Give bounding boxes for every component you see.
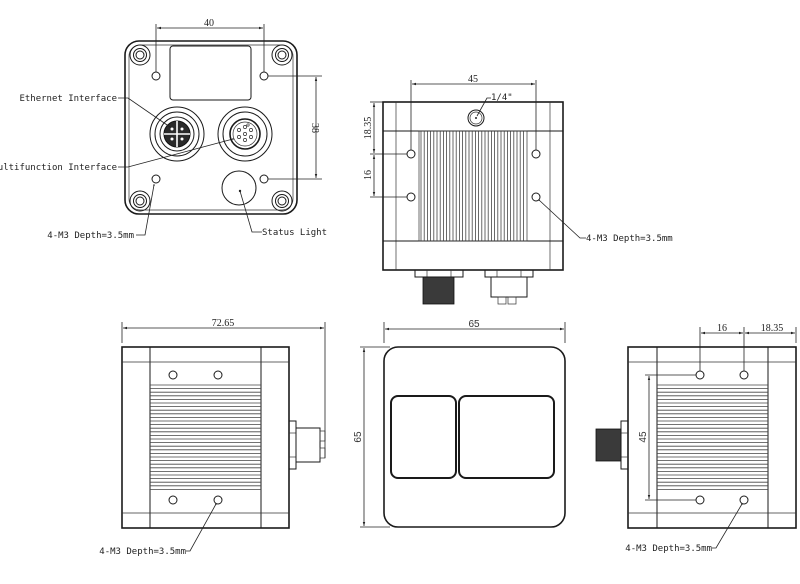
dimension-65-height: 65 [353, 346, 390, 528]
left-side-body-outline [121, 346, 290, 529]
dim-label-45-right: 45 [638, 431, 649, 443]
dimension-16-right: 16 [699, 323, 745, 371]
left-side-heatsink-fins [150, 384, 261, 490]
label-tripod-thread: 1/4" [491, 93, 513, 103]
corner-screw-bottom-right [271, 190, 293, 212]
m3-hole [168, 495, 178, 505]
corner-screw-bottom-left [129, 190, 151, 212]
m3-hole [406, 192, 416, 202]
m3-hole [739, 495, 749, 505]
dim-label-38: 38 [309, 123, 320, 133]
tripod-mount [467, 109, 485, 127]
m3-hole [695, 495, 705, 505]
label-ethernet-interface: Ethernet Interface [19, 94, 117, 104]
dimension-38: 38 [268, 75, 322, 180]
dimension-18-35-top: 18.35 [363, 101, 383, 153]
dim-label-45-top: 45 [468, 74, 478, 85]
multifunction-connector [217, 106, 273, 162]
m3-hole [213, 370, 223, 380]
top-ethernet-connector [414, 269, 464, 305]
dim-label-72-65: 72.65 [212, 318, 235, 329]
ethernet-connector [149, 106, 205, 162]
label-multifunction-interface: Multifunction Interface [0, 163, 117, 173]
top-view: 45 1/4" 18.35 16 4-M3 Depth=3.5mm [363, 74, 673, 305]
top-body-outline [382, 101, 564, 271]
dimension-45-top: 45 [410, 74, 537, 150]
dim-label-16-top: 16 [363, 170, 374, 180]
label-top-mount-holes: 4-M3 Depth=3.5mm [586, 234, 673, 244]
dim-label-18-35-top: 18.35 [363, 117, 374, 140]
label-left-mount-holes: 4-M3 Depth=3.5mm [99, 547, 186, 557]
front-body-inner-outline [128, 44, 294, 211]
m3-hole [531, 192, 541, 202]
label-status-light: Status Light [262, 228, 327, 238]
m3-hole [151, 174, 161, 184]
dimension-40: 40 [155, 18, 265, 72]
label-right-mount-holes: 4-M3 Depth=3.5mm [625, 544, 712, 554]
front-view: 40 38 Ethernet Interface Multifunction I… [0, 18, 327, 241]
m3-hole [151, 71, 161, 81]
corner-screw-top-right [271, 44, 293, 66]
m3-hole [168, 370, 178, 380]
dim-label-65-height: 65 [353, 431, 364, 443]
right-side-body-outline [627, 346, 797, 529]
front-window [169, 45, 252, 101]
back-panel-left [390, 395, 457, 479]
dimension-16-top: 16 [363, 153, 407, 198]
m3-hole [695, 370, 705, 380]
left-side-connector [288, 420, 326, 470]
top-heatsink-fins [420, 131, 524, 241]
left-side-view: 72.65 4-M3 Depth=3.5mm [99, 318, 326, 557]
top-multifunction-connector [484, 269, 534, 305]
m3-hole [259, 174, 269, 184]
dim-label-65-width: 65 [468, 319, 480, 330]
front-body-outline [124, 40, 298, 215]
right-side-view: 16 18.35 45 4-M3 Depth=3.5mm [595, 323, 797, 554]
dim-label-40: 40 [204, 18, 214, 29]
corner-screw-top-left [129, 44, 151, 66]
m3-hole [213, 495, 223, 505]
right-side-heatsink-fins [657, 384, 768, 490]
dimension-45-right: 45 [638, 374, 696, 501]
m3-hole [739, 370, 749, 380]
dimension-65-width: 65 [383, 319, 566, 343]
dimension-72-65: 72.65 [121, 318, 326, 458]
back-body-outline [383, 346, 566, 528]
right-side-connector [595, 420, 629, 470]
label-front-mount-holes: 4-M3 Depth=3.5mm [47, 231, 134, 241]
back-panel-right [458, 395, 555, 479]
m3-hole [259, 71, 269, 81]
m3-hole [406, 149, 416, 159]
dim-label-18-35-right: 18.35 [761, 323, 784, 334]
dim-label-16-right: 16 [717, 323, 727, 334]
back-view: 65 65 [353, 319, 566, 528]
dimension-18-35-right: 18.35 [745, 323, 797, 343]
m3-hole [531, 149, 541, 159]
status-light [221, 170, 257, 206]
